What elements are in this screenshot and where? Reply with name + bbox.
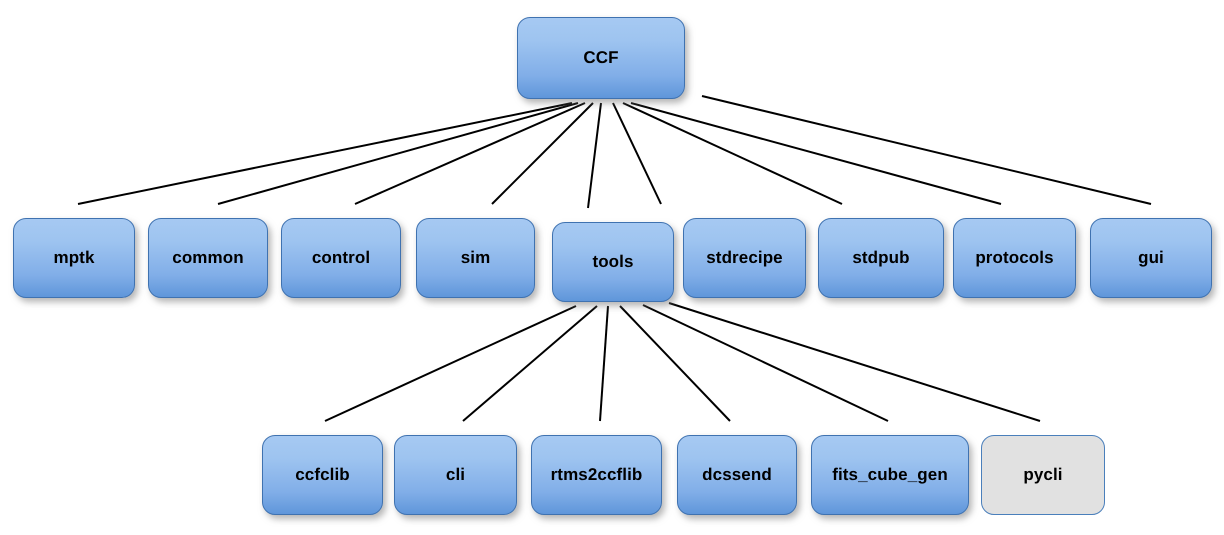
edge-tools-to-rtms2ccflib [599,305,609,422]
edge-ccf-to-tools [587,102,602,209]
node-label-fits_cube_gen: fits_cube_gen [832,465,948,484]
node-label-protocols: protocols [975,248,1054,267]
node-stdpub[interactable]: stdpub [818,218,944,298]
node-label-rtms2ccflib: rtms2ccflib [550,465,643,484]
edge-tools-to-cli [462,305,598,422]
node-sim[interactable]: sim [416,218,535,298]
node-fits_cube_gen[interactable]: fits_cube_gen [811,435,969,515]
node-cli[interactable]: cli [394,435,517,515]
node-label-mptk: mptk [53,248,95,267]
node-label-tools: tools [592,252,634,271]
edge-tools-to-pycli [668,302,1041,422]
node-stdrecipe[interactable]: stdrecipe [683,218,806,298]
node-label-cli: cli [445,465,466,484]
edge-tools-to-ccfclib [324,305,577,422]
node-pycli[interactable]: pycli [981,435,1105,515]
edge-ccf-to-stdrecipe [612,102,662,205]
node-label-stdpub: stdpub [852,248,910,267]
node-label-common: common [172,248,244,267]
node-label-control: control [311,248,371,267]
node-label-sim: sim [460,248,491,267]
node-label-ccf: CCF [583,48,619,67]
node-tools[interactable]: tools [552,222,674,302]
node-ccfclib[interactable]: ccfclib [262,435,383,515]
edge-ccf-to-sim [491,102,594,205]
edge-ccf-to-control [354,102,586,205]
node-label-dcssend: dcssend [702,465,772,484]
edge-ccf-to-stdpub [622,102,843,205]
node-gui[interactable]: gui [1090,218,1212,298]
edge-tools-to-dcssend [619,305,731,422]
node-label-gui: gui [1138,248,1164,267]
edge-ccf-to-gui [701,95,1152,205]
node-label-pycli: pycli [1023,465,1063,484]
node-mptk[interactable]: mptk [13,218,135,298]
edge-ccf-to-mptk [77,102,573,205]
node-protocols[interactable]: protocols [953,218,1076,298]
node-rtms2ccflib[interactable]: rtms2ccflib [531,435,662,515]
node-common[interactable]: common [148,218,268,298]
node-dcssend[interactable]: dcssend [677,435,797,515]
edge-ccf-to-common [217,102,579,205]
node-label-stdrecipe: stdrecipe [706,248,783,267]
node-control[interactable]: control [281,218,401,298]
node-ccf[interactable]: CCF [517,17,685,99]
node-label-ccfclib: ccfclib [295,465,350,484]
edge-ccf-to-protocols [630,102,1002,205]
edge-tools-to-fits_cube_gen [642,304,889,422]
